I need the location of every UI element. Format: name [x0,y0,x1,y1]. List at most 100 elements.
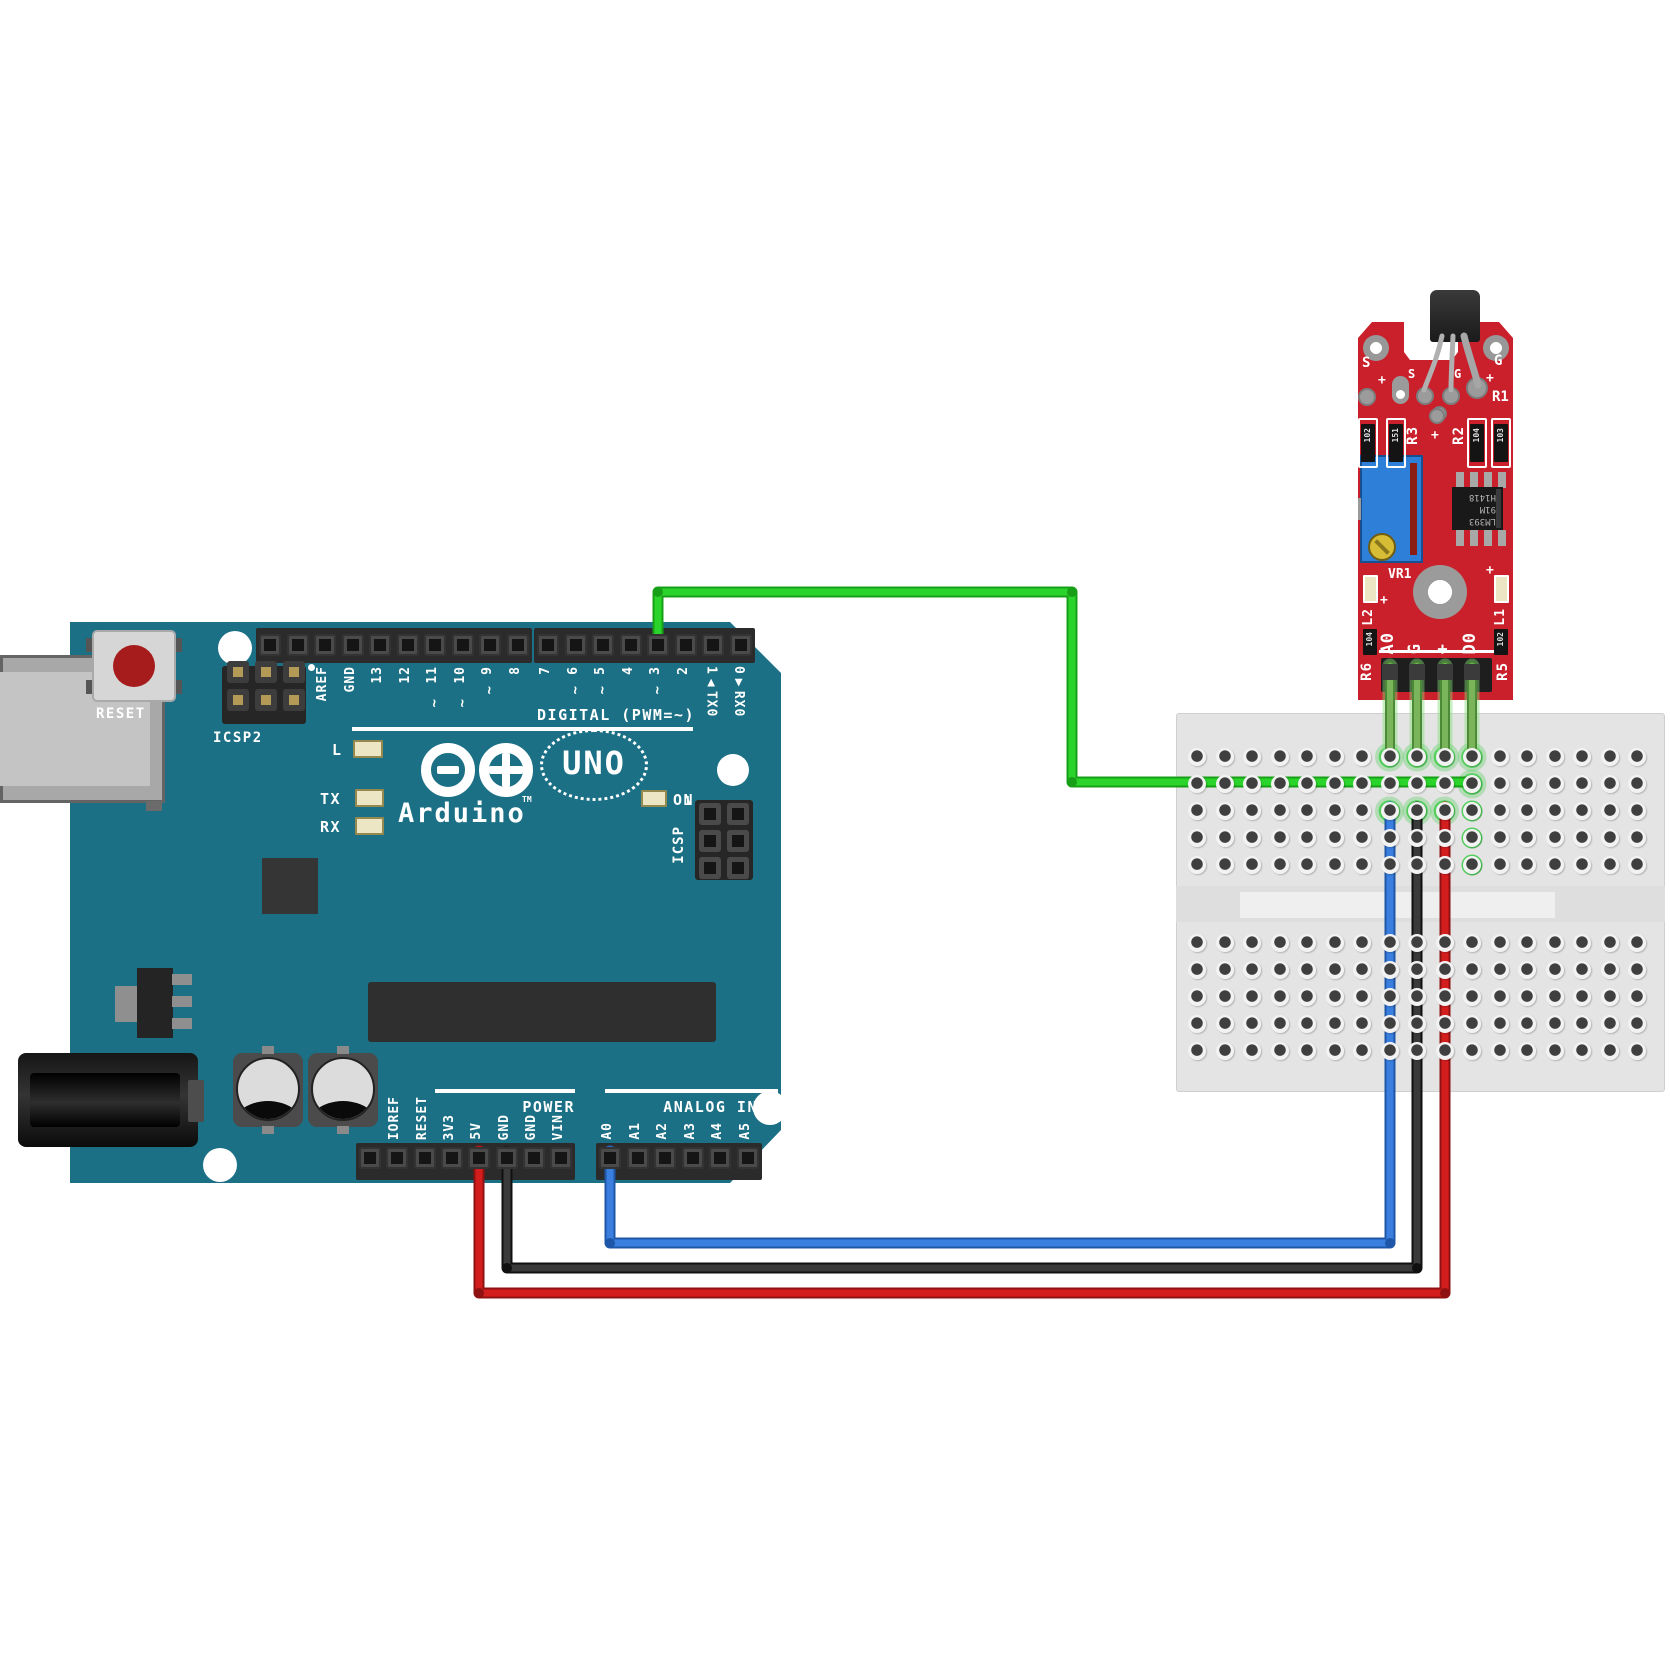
breadboard-hole[interactable] [1188,1042,1206,1060]
breadboard-hole[interactable] [1325,856,1344,874]
breadboard-hole[interactable] [1325,1042,1344,1060]
breadboard-hole[interactable] [1298,1042,1316,1060]
breadboard-hole[interactable] [1600,988,1619,1006]
breadboard-hole[interactable] [1215,775,1234,793]
breadboard-hole[interactable] [1600,1015,1619,1033]
breadboard-hole[interactable] [1325,829,1344,847]
breadboard-hole[interactable] [1325,775,1344,793]
breadboard-hole[interactable] [1408,1042,1426,1060]
breadboard-hole[interactable] [1215,988,1234,1006]
breadboard-hole[interactable] [1188,856,1206,874]
breadboard-hole[interactable] [1490,829,1509,847]
breadboard-hole[interactable] [1215,961,1234,979]
breadboard-hole[interactable] [1490,988,1509,1006]
breadboard-hole[interactable] [1545,802,1564,820]
breadboard-hole[interactable] [1573,829,1591,847]
breadboard-hole[interactable] [1353,961,1371,979]
breadboard-hole[interactable] [1380,775,1399,793]
breadboard-hole[interactable] [1628,775,1646,793]
breadboard-hole[interactable] [1518,775,1536,793]
breadboard-hole[interactable] [1243,802,1261,820]
breadboard-hole[interactable] [1188,1015,1206,1033]
breadboard-hole[interactable] [1353,988,1371,1006]
breadboard-hole[interactable] [1270,988,1289,1006]
breadboard-hole[interactable] [1463,1042,1481,1060]
breadboard-hole[interactable] [1408,748,1426,766]
breadboard-hole[interactable] [1600,1042,1619,1060]
breadboard-hole[interactable] [1490,1015,1509,1033]
breadboard-hole[interactable] [1435,934,1454,952]
breadboard-hole[interactable] [1243,748,1261,766]
breadboard-hole[interactable] [1518,934,1536,952]
breadboard-hole[interactable] [1408,829,1426,847]
breadboard-hole[interactable] [1490,748,1509,766]
breadboard-hole[interactable] [1435,1015,1454,1033]
breadboard-hole[interactable] [1215,1042,1234,1060]
breadboard-hole[interactable] [1600,802,1619,820]
breadboard-hole[interactable] [1600,934,1619,952]
breadboard-hole[interactable] [1215,802,1234,820]
breadboard-hole[interactable] [1463,988,1481,1006]
breadboard-hole[interactable] [1518,1015,1536,1033]
breadboard-hole[interactable] [1325,961,1344,979]
breadboard-hole[interactable] [1628,988,1646,1006]
breadboard-hole[interactable] [1298,934,1316,952]
breadboard-hole[interactable] [1188,775,1206,793]
breadboard-hole[interactable] [1243,1015,1261,1033]
breadboard-hole[interactable] [1518,829,1536,847]
breadboard-hole[interactable] [1518,802,1536,820]
breadboard-hole[interactable] [1545,829,1564,847]
breadboard-hole[interactable] [1215,934,1234,952]
breadboard-hole[interactable] [1463,802,1481,820]
breadboard-hole[interactable] [1435,856,1454,874]
breadboard-hole[interactable] [1600,748,1619,766]
breadboard-hole[interactable] [1215,829,1234,847]
breadboard-hole[interactable] [1243,856,1261,874]
breadboard-hole[interactable] [1270,1042,1289,1060]
breadboard-hole[interactable] [1380,802,1399,820]
breadboard-hole[interactable] [1215,856,1234,874]
sensor-header-socket[interactable] [1464,664,1480,680]
reset-button-cap[interactable] [113,645,155,687]
breadboard-hole[interactable] [1325,1015,1344,1033]
breadboard-hole[interactable] [1518,856,1536,874]
breadboard-hole[interactable] [1545,1015,1564,1033]
breadboard-hole[interactable] [1573,961,1591,979]
breadboard-hole[interactable] [1490,856,1509,874]
breadboard-hole[interactable] [1243,934,1261,952]
breadboard-hole[interactable] [1600,829,1619,847]
breadboard-hole[interactable] [1600,856,1619,874]
breadboard-hole[interactable] [1628,829,1646,847]
breadboard-hole[interactable] [1270,748,1289,766]
sensor-header-socket[interactable] [1382,664,1398,680]
breadboard-hole[interactable] [1573,802,1591,820]
breadboard-hole[interactable] [1463,934,1481,952]
breadboard-hole[interactable] [1325,802,1344,820]
breadboard-hole[interactable] [1215,748,1234,766]
breadboard-hole[interactable] [1408,1015,1426,1033]
breadboard-hole[interactable] [1490,775,1509,793]
breadboard-hole[interactable] [1188,934,1206,952]
breadboard-hole[interactable] [1353,1042,1371,1060]
breadboard-hole[interactable] [1628,856,1646,874]
breadboard-hole[interactable] [1408,856,1426,874]
breadboard-hole[interactable] [1325,748,1344,766]
breadboard-hole[interactable] [1490,1042,1509,1060]
breadboard-hole[interactable] [1298,748,1316,766]
breadboard-hole[interactable] [1270,802,1289,820]
breadboard-hole[interactable] [1518,988,1536,1006]
breadboard-hole[interactable] [1545,775,1564,793]
breadboard-hole[interactable] [1463,856,1481,874]
breadboard-hole[interactable] [1270,829,1289,847]
breadboard-hole[interactable] [1298,829,1316,847]
breadboard-hole[interactable] [1408,802,1426,820]
breadboard-hole[interactable] [1463,748,1481,766]
breadboard-hole[interactable] [1573,748,1591,766]
breadboard-hole[interactable] [1408,961,1426,979]
breadboard-hole[interactable] [1628,1042,1646,1060]
breadboard-hole[interactable] [1380,934,1399,952]
breadboard-hole[interactable] [1188,961,1206,979]
sensor-header-socket[interactable] [1437,664,1453,680]
sensor-header-socket[interactable] [1409,664,1425,680]
breadboard-hole[interactable] [1243,775,1261,793]
